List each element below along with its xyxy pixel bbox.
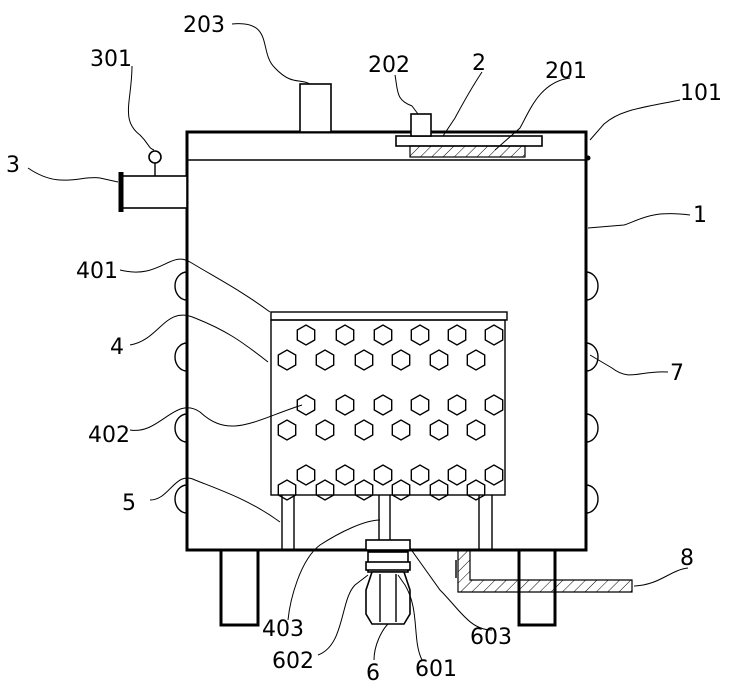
hinge-101 <box>586 156 591 161</box>
basket-hole <box>485 325 502 345</box>
drain-pipe-8 <box>458 550 632 592</box>
basket-hole <box>467 480 484 500</box>
basket-hole <box>448 395 465 415</box>
valve-knob-301 <box>149 151 161 163</box>
label-201: 201 <box>545 59 587 84</box>
basket-hole <box>374 395 391 415</box>
basket-hole <box>355 420 372 440</box>
label-6: 6 <box>366 661 380 686</box>
basket-hole <box>430 480 447 500</box>
basket-hole <box>355 350 372 370</box>
inlet-3 <box>120 176 187 208</box>
basket-hole <box>297 465 314 485</box>
basket-4 <box>271 320 505 495</box>
basket-hole <box>316 420 333 440</box>
basket-hole <box>336 465 353 485</box>
basket-hole <box>336 325 353 345</box>
basket-hole <box>392 420 409 440</box>
basket-hole <box>374 465 391 485</box>
label-8: 8 <box>680 546 694 571</box>
basket-hole <box>467 350 484 370</box>
basket-hole <box>411 395 428 415</box>
top-pipe-203 <box>300 84 331 132</box>
basket-hole <box>374 325 391 345</box>
label-7: 7 <box>670 361 684 386</box>
basket-hole <box>392 350 409 370</box>
label-401: 401 <box>76 259 118 284</box>
basket-holes-402 <box>278 325 502 500</box>
basket-hole <box>430 420 447 440</box>
basket-hole <box>411 325 428 345</box>
basket-hole <box>430 350 447 370</box>
basket-hole <box>392 480 409 500</box>
basket-hole <box>467 420 484 440</box>
basket-hole <box>336 395 353 415</box>
label-203: 203 <box>183 13 225 38</box>
basket-rim-401 <box>271 312 507 320</box>
label-1: 1 <box>693 203 707 228</box>
leader-lines <box>28 24 690 660</box>
label-402: 402 <box>88 423 130 448</box>
label-3: 3 <box>6 153 20 178</box>
tank-body <box>187 132 586 550</box>
basket-hole <box>297 325 314 345</box>
basket-hole <box>316 350 333 370</box>
motor-mount-601 <box>366 562 410 570</box>
basket-hole <box>485 465 502 485</box>
motor-6 <box>366 572 410 624</box>
label-4: 4 <box>110 335 124 360</box>
left-heaters <box>175 272 187 513</box>
basket-hole <box>448 465 465 485</box>
knob-202 <box>411 114 431 136</box>
window-201 <box>410 146 525 157</box>
basket-hole <box>278 480 295 500</box>
label-301: 301 <box>90 47 132 72</box>
basket-hole <box>448 325 465 345</box>
coupling-603 <box>366 540 410 550</box>
label-5: 5 <box>122 491 136 516</box>
window-2 <box>396 136 542 146</box>
basket-hole <box>316 480 333 500</box>
label-603: 603 <box>470 625 512 650</box>
basket-hole <box>411 465 428 485</box>
label-403: 403 <box>262 617 304 642</box>
right-heaters <box>586 272 598 513</box>
label-101: 101 <box>680 81 722 106</box>
basket-hole <box>297 395 314 415</box>
left-leg <box>221 550 258 625</box>
label-602: 602 <box>272 649 314 674</box>
basket-hole <box>485 395 502 415</box>
label-601: 601 <box>415 657 457 682</box>
label-2: 2 <box>472 51 486 76</box>
basket-hole <box>355 480 372 500</box>
label-202: 202 <box>368 53 410 78</box>
basket-hole <box>278 420 295 440</box>
basket-hole <box>278 350 295 370</box>
